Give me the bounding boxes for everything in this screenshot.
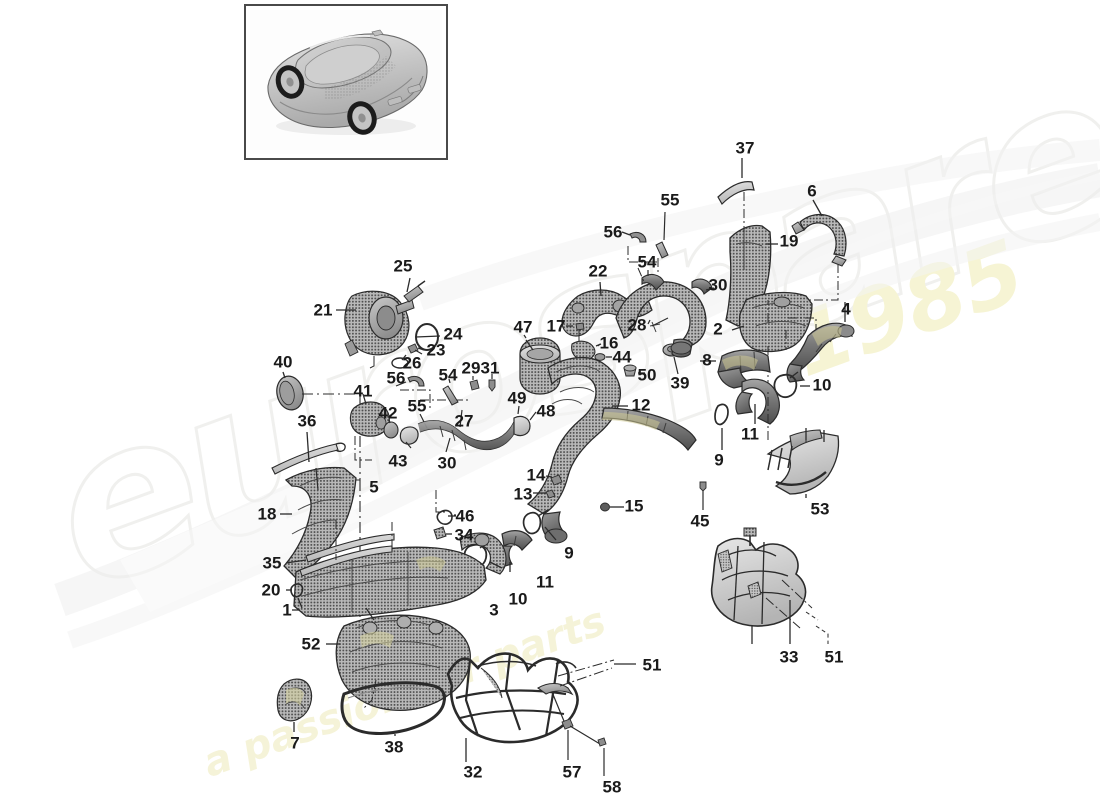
callout-42[interactable]: 42: [378, 403, 398, 423]
callout-20[interactable]: 20: [261, 580, 281, 600]
callout-53[interactable]: 53: [810, 499, 830, 519]
callout-37[interactable]: 37: [735, 138, 755, 158]
callout-9a[interactable]: 9: [714, 450, 724, 470]
part-32-support-frame: [446, 652, 636, 776]
callout-38[interactable]: 38: [384, 737, 404, 757]
callout-3[interactable]: 3: [489, 600, 499, 620]
part-36-rod: [271, 431, 346, 475]
callout-34[interactable]: 34: [454, 525, 474, 545]
callout-39[interactable]: 39: [670, 373, 690, 393]
callout-17[interactable]: 17: [546, 316, 566, 336]
part-11-hose-right: [714, 378, 780, 450]
callout-16[interactable]: 16: [599, 333, 619, 353]
part-33-mounting-frame: [710, 527, 829, 644]
callout-48[interactable]: 48: [536, 401, 556, 421]
parts-41-42-43-fittings: [349, 374, 496, 461]
callout-50[interactable]: 50: [637, 365, 657, 385]
callout-56b[interactable]: 56: [603, 222, 623, 242]
part-40-cap: [276, 371, 361, 620]
callout-26[interactable]: 26: [402, 353, 422, 373]
callout-55a[interactable]: 55: [660, 190, 680, 210]
callout-12[interactable]: 12: [631, 395, 651, 415]
callout-51b[interactable]: 51: [824, 647, 844, 667]
callout-41[interactable]: 41: [353, 381, 373, 401]
callout-2[interactable]: 2: [713, 319, 723, 339]
callout-22[interactable]: 22: [588, 261, 608, 281]
callout-54a[interactable]: 54: [438, 365, 458, 385]
callout-13[interactable]: 13: [513, 484, 533, 504]
highlight-accents: [286, 326, 842, 706]
callout-6[interactable]: 6: [807, 181, 817, 201]
callout-11b[interactable]: 11: [536, 572, 554, 592]
callout-11a[interactable]: 11: [741, 424, 759, 444]
part-6-bracket: [788, 199, 847, 301]
callout-9b[interactable]: 9: [564, 543, 574, 563]
background-body-sweeps: [54, 139, 1100, 649]
part-38-gasket: [340, 681, 446, 736]
callout-43[interactable]: 43: [388, 451, 408, 471]
callout-46[interactable]: 46: [455, 506, 475, 526]
callout-57[interactable]: 57: [562, 762, 582, 782]
callout-47[interactable]: 47: [513, 317, 533, 337]
callout-58[interactable]: 58: [602, 777, 622, 797]
callout-15[interactable]: 15: [624, 496, 644, 516]
callout-40[interactable]: 40: [273, 352, 293, 372]
callout-19[interactable]: 19: [779, 231, 799, 251]
callout-45[interactable]: 45: [690, 511, 710, 531]
part-53-air-scoop: [766, 392, 840, 498]
callout-29[interactable]: 29: [461, 358, 481, 378]
callout-30b[interactable]: 30: [437, 453, 457, 473]
callout-28[interactable]: 28: [627, 315, 647, 335]
part-28-u-hose: [615, 211, 715, 358]
callout-36[interactable]: 36: [297, 411, 317, 431]
callout-14[interactable]: 14: [526, 465, 546, 485]
callout-21[interactable]: 21: [313, 300, 333, 320]
callout-25[interactable]: 25: [393, 256, 413, 276]
callout-49[interactable]: 49: [507, 388, 527, 408]
callout-31[interactable]: 31: [480, 358, 500, 378]
callout-27[interactable]: 27: [454, 411, 474, 431]
callout-7[interactable]: 7: [290, 733, 300, 753]
callout-10a[interactable]: 10: [812, 375, 832, 395]
part-27-hose: [417, 405, 537, 453]
callout-24[interactable]: 24: [443, 324, 463, 344]
vehicle-thumbnail: [244, 4, 448, 160]
callout-54b[interactable]: 54: [637, 252, 657, 272]
callout-56a[interactable]: 56: [386, 368, 406, 388]
callout-1[interactable]: 1: [282, 600, 292, 620]
callout-8[interactable]: 8: [702, 350, 712, 370]
part-18-side-panel: [280, 466, 357, 579]
part-52-cover: [326, 607, 471, 712]
callout-10b[interactable]: 10: [508, 589, 528, 609]
callout-32[interactable]: 32: [463, 762, 483, 782]
part-7-bracket: [276, 678, 313, 732]
part-47-filter: [519, 334, 571, 395]
vehicle-thumbnail-image: [250, 10, 442, 154]
callout-52[interactable]: 52: [301, 634, 321, 654]
callout-23[interactable]: 23: [426, 340, 446, 360]
callout-35[interactable]: 35: [262, 553, 282, 573]
callout-55b[interactable]: 55: [407, 396, 427, 416]
callout-33[interactable]: 33: [779, 647, 799, 667]
callout-5[interactable]: 5: [369, 477, 379, 497]
part-21-compressor-housing: [336, 277, 441, 369]
callout-18[interactable]: 18: [257, 504, 277, 524]
callout-4[interactable]: 4: [841, 299, 851, 319]
callout-44[interactable]: 44: [612, 347, 632, 367]
callout-51a[interactable]: 51: [642, 655, 662, 675]
callout-30a[interactable]: 30: [708, 275, 728, 295]
car-illustration-svg: [267, 29, 428, 135]
